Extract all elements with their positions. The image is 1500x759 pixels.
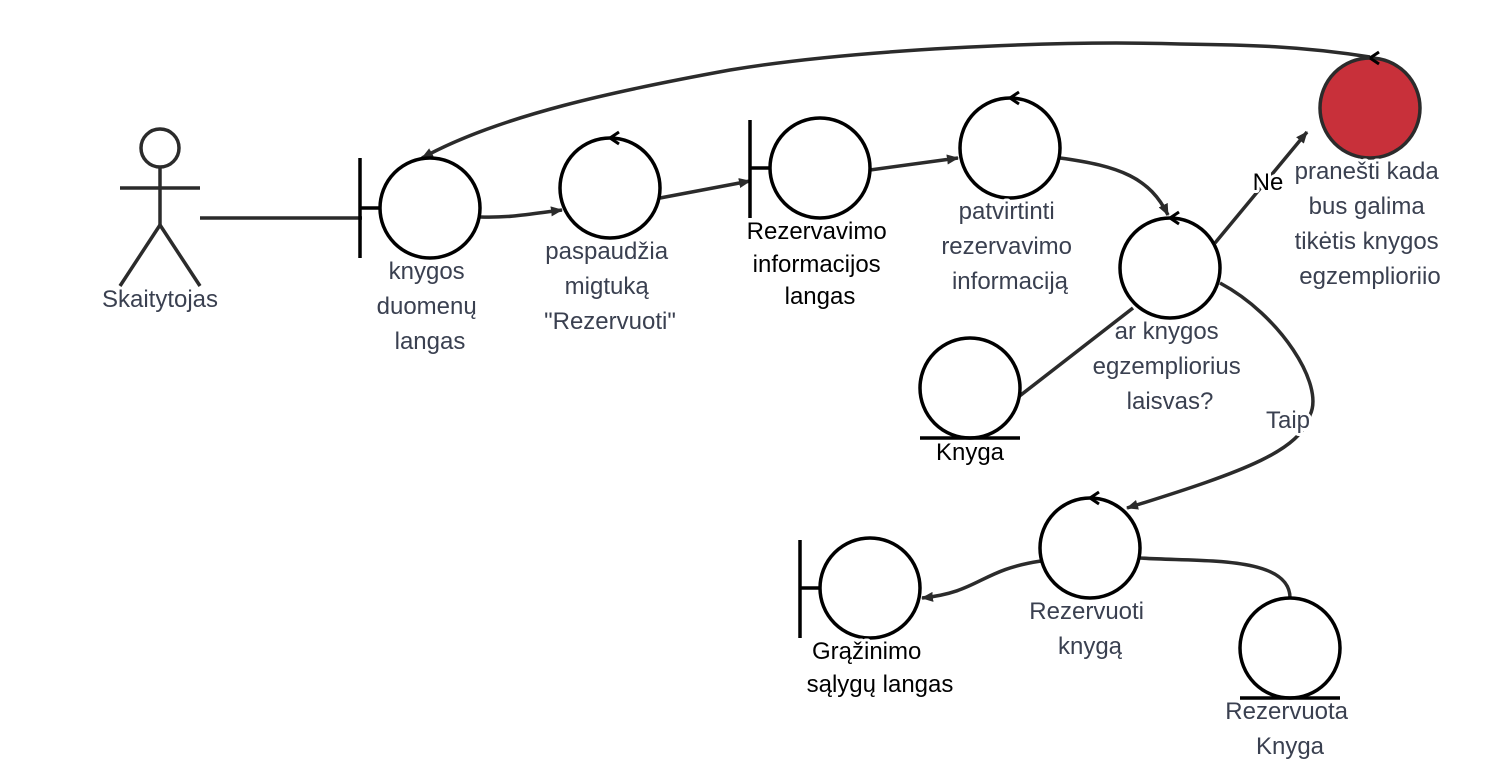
control-patvirtinti [958, 90, 1062, 200]
flow-knygos-to-paspaudzia [479, 206, 563, 219]
label-rezervuoti-knyga: Rezervuoti knygą [1029, 598, 1150, 660]
label-pranesti: pranešti kada bus galima tikėtis knygos … [1295, 158, 1446, 290]
flow-pranesti-back-to-knygos [421, 41, 1371, 160]
boundary-grazinimo-langas [798, 536, 922, 640]
association-ar-laisvas-knyga [1015, 306, 1135, 400]
boundary-rezervavimo-langas [748, 116, 872, 220]
label-paspaudzia: paspaudžia migtuką "Rezervuoti" [544, 238, 676, 335]
flow-paspaudzia-to-rezervavimo [659, 178, 751, 200]
control-rezervuoti-knyga [1038, 490, 1142, 600]
label-knygos-duomenu-langas: knygos duomenų langas [377, 258, 484, 355]
label-rezervuota-knyga: Rezervuota Knyga [1225, 698, 1354, 759]
label-grazinimo-langas: Grąžinimo sąlygų langas [807, 638, 954, 698]
control-ar-laisvas [1118, 210, 1222, 320]
actor-stick-figure-icon [118, 127, 202, 287]
edge-label-ne: Ne [1253, 169, 1284, 196]
actor-label: Skaitytojas [102, 286, 218, 313]
entity-knyga [918, 336, 1022, 440]
flow-patvirtinti-to-ar-laisvas [1059, 156, 1170, 216]
label-patvirtinti: patvirtinti rezervavimo informaciją [941, 198, 1078, 295]
flow-taip-to-rezervuoti [1126, 281, 1315, 510]
entity-rezervuota-knyga [1238, 596, 1342, 700]
boundary-knygos-duomenu-langas [358, 156, 482, 260]
association-rezervuoti-to-rezervuota-knyga [1139, 556, 1292, 599]
label-rezervavimo-langas: Rezervavimo informacijos langas [747, 218, 894, 310]
labels: Skaitytojas knygos duomenų langas paspau… [102, 155, 1446, 759]
flow-rezervuoti-to-grazinimo [921, 559, 1042, 602]
control-pranesti [1318, 50, 1422, 160]
flow-rezervavimo-to-patvirtinti [869, 154, 959, 172]
label-ar-laisvas: ar knygos egzempliorius laisvas? [1093, 318, 1248, 415]
edge-label-taip: Taip [1266, 407, 1310, 434]
control-paspaudzia [558, 130, 662, 240]
connections [200, 41, 1371, 602]
flow-ne-to-pranesti [1213, 130, 1309, 245]
label-knyga: Knyga [936, 439, 1005, 466]
